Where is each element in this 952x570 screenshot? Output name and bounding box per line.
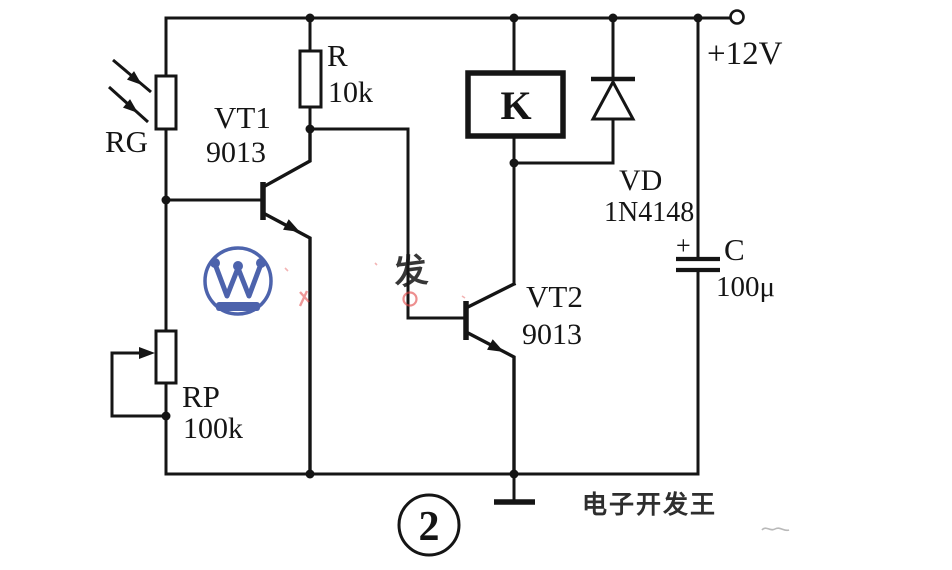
figure-number-text: 2 xyxy=(419,504,440,550)
r-name-label: R xyxy=(327,38,348,73)
vd-part-label: 1N4148 xyxy=(604,197,694,228)
junction-dot xyxy=(161,411,171,421)
vt2-emitter-wire xyxy=(465,330,516,476)
rg-label: RG xyxy=(105,124,148,159)
vt1-emitter-wire xyxy=(262,211,312,476)
r-value-label: 10k xyxy=(328,76,373,109)
figure-number-badge: 2 xyxy=(397,493,461,557)
red-watermark: 发 xyxy=(284,250,466,307)
vt1-part-label: 9013 xyxy=(206,136,266,169)
cap-polarity-label: + xyxy=(676,231,691,260)
vt1-name-label: VT1 xyxy=(214,100,271,135)
vt2-name-label: VT2 xyxy=(526,279,583,314)
logo-underbar xyxy=(216,302,260,311)
wires xyxy=(110,16,733,502)
rp-value-label: 100k xyxy=(183,412,243,445)
vt1-emitter-arrow xyxy=(283,219,300,232)
red-watermark-char: 发 xyxy=(391,250,430,294)
diode-vd-symbol xyxy=(590,76,636,121)
rp-body xyxy=(154,329,178,385)
junction-dot xyxy=(305,124,315,134)
coupling-wire xyxy=(308,127,466,320)
logo-circle xyxy=(203,246,273,316)
rp-name-label: RP xyxy=(182,379,220,414)
junction-dot xyxy=(161,195,171,205)
vt1-collector-wire xyxy=(262,127,312,189)
resistor-r-symbol xyxy=(298,49,323,109)
vt2-emitter-arrow xyxy=(487,339,504,352)
photoresistor-rg-symbol xyxy=(107,58,178,131)
red-watermark-ring xyxy=(402,291,418,307)
transistor-vt1-symbol xyxy=(260,182,300,232)
supply-voltage-label: +12V xyxy=(707,36,783,72)
vd-name-label: VD xyxy=(619,164,662,197)
red-watermark-fragment xyxy=(298,290,310,307)
red-specks xyxy=(284,262,466,299)
capacitor-c-symbol xyxy=(676,256,720,273)
cap-value-label: 100μ xyxy=(716,271,775,303)
junction-dot xyxy=(305,469,315,479)
junction-dot xyxy=(509,158,519,168)
vt2-part-label: 9013 xyxy=(522,318,582,351)
cap-name-label: C xyxy=(724,232,745,267)
relay-k-symbol xyxy=(465,70,566,139)
vt2-collector-wire xyxy=(465,281,517,310)
junction-dot xyxy=(693,13,703,23)
light-arrows-icon xyxy=(107,58,152,124)
junction-dot xyxy=(608,13,618,23)
diode-triangle xyxy=(590,78,636,121)
westinghouse-logo xyxy=(203,246,273,316)
junction-dot xyxy=(509,13,519,23)
rp-wiper-arrow xyxy=(139,347,155,359)
supply-terminal xyxy=(729,9,745,25)
relay-k-label: K xyxy=(500,83,531,128)
figure-number-circle xyxy=(397,493,461,557)
junction-dot xyxy=(305,13,315,23)
junction-dot xyxy=(509,469,519,479)
watermark-cn-text: 电子开发王 xyxy=(582,490,717,519)
faint-scribble xyxy=(761,527,790,532)
junction-dots xyxy=(161,13,703,479)
rg-body xyxy=(154,74,178,131)
potentiometer-rp-symbol xyxy=(139,329,178,385)
transistor-vt2-symbol xyxy=(463,301,504,352)
